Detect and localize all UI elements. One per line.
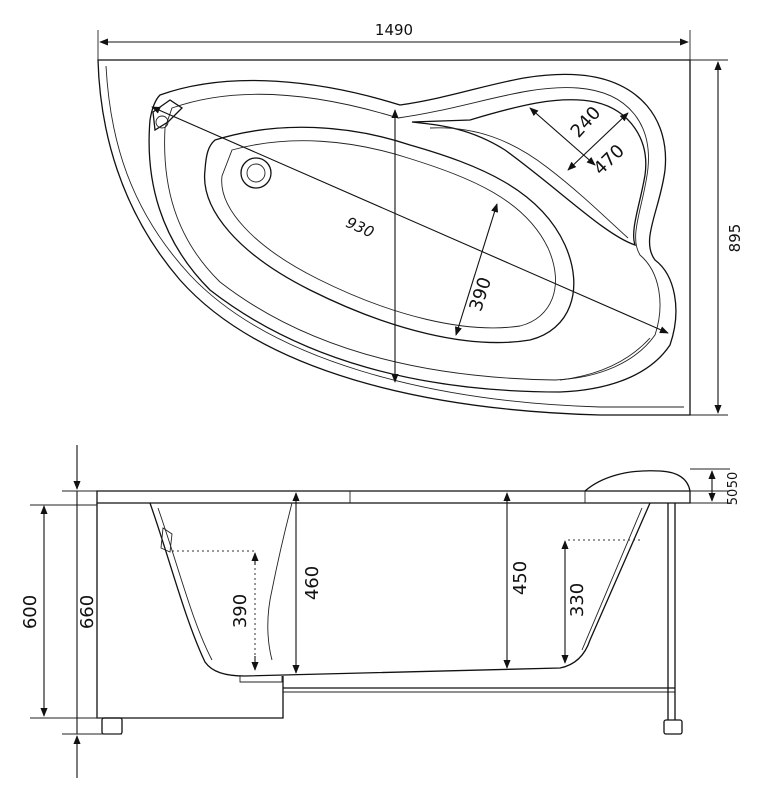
drain-outer (240, 157, 272, 189)
dim-660-label: 660 (77, 595, 98, 629)
dim-headrest-small-label: 240 (567, 103, 606, 143)
side-overflow (160, 527, 173, 553)
side-tub-inner (157, 507, 643, 661)
dim-330-label: 330 (567, 583, 588, 617)
dim-rim-label-2: 50 (726, 489, 741, 506)
side-apron-left (96, 503, 284, 719)
side-foot-left (101, 717, 123, 735)
dim-headrest-large-label: 470 (590, 141, 629, 180)
lower-shelf (559, 337, 651, 381)
drain-inner (246, 163, 266, 183)
dim-diagonal-label: 930 (343, 213, 376, 241)
side-rim (96, 490, 691, 504)
side-foot-right (663, 719, 683, 735)
dim-depth-label: 895 (726, 224, 744, 253)
side-wave (267, 502, 293, 661)
side-drain (239, 676, 283, 683)
dim-width-label: 1490 (375, 21, 413, 39)
dim-600-label: 600 (20, 595, 41, 629)
dim-basin-label: 390 (465, 275, 496, 314)
dim-460-label: 460 (302, 566, 323, 600)
dim-450-label: 450 (510, 561, 531, 595)
side-frame-post-right (667, 503, 676, 720)
dim-390-side-label: 390 (230, 594, 251, 628)
dim-diagonal-line (151, 106, 669, 334)
side-tub-body (149, 502, 651, 677)
dim-rim-label-1: 50 (726, 472, 741, 489)
dim-headrest-large-line (567, 112, 629, 171)
basin-inner (221, 140, 556, 329)
side-headrest (584, 470, 691, 492)
top-view: 1490 895 930 390 240 470 (97, 21, 744, 416)
headrest-inner (429, 127, 629, 239)
side-view: 600 660 50 50 390 460 450 330 (20, 445, 741, 778)
dim-basin-line (454, 203, 499, 336)
